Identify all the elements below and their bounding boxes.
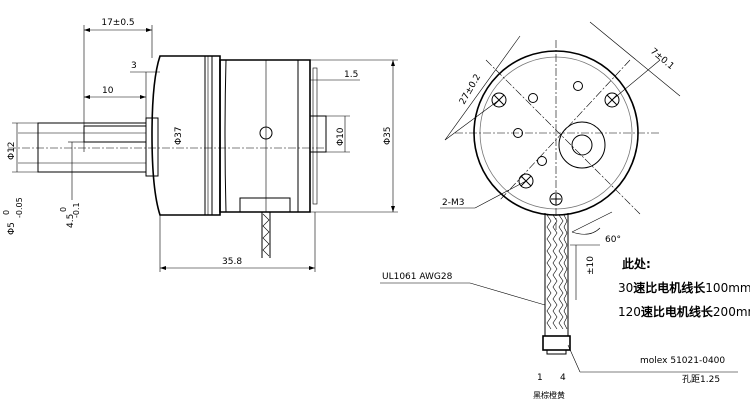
- gearbox-boss: [151, 55, 221, 216]
- connector-model: molex 51021-0400: [640, 356, 725, 366]
- rear-hub: [309, 115, 327, 153]
- leader-line: [469, 282, 546, 306]
- arrow: [391, 60, 395, 66]
- side-view: 17±0.5 3 10 1.5 Φ37 Φ10 Φ35 Φ12: [2, 18, 398, 272]
- dim-body-diameter: Φ35: [383, 126, 393, 145]
- wire-exit-block: [239, 197, 291, 213]
- dim-line: [444, 35, 521, 141]
- arrow: [391, 206, 395, 212]
- shaft-flat: [83, 125, 147, 143]
- note-line-1: 30速比电机线长100mm: [618, 280, 750, 295]
- small-hole: [573, 81, 583, 91]
- dim-total-length: 17±0.5: [101, 18, 134, 28]
- dim-shaft-diameter: Φ12: [7, 141, 17, 160]
- notes-title: 此处:: [622, 256, 651, 271]
- arrow: [84, 95, 90, 99]
- wire-bundle: [544, 213, 569, 336]
- wire-spec: UL1061 AWG28: [382, 272, 453, 282]
- notes: 此处: 30速比电机线长100mm 120速比电机线长200mm: [618, 256, 750, 319]
- leader-line: [474, 180, 527, 209]
- body-curve: [224, 59, 227, 213]
- dim-flat-tol-bottom: -0.1: [72, 202, 81, 218]
- screw-hole: [549, 192, 563, 206]
- connector-latch: [546, 349, 567, 355]
- dim-flange: 3: [131, 61, 137, 71]
- ext-line: [611, 59, 661, 101]
- small-hole: [528, 93, 538, 103]
- dim-shaft-tip-diameter: Φ5: [7, 222, 17, 235]
- dim-screws: 2-M3: [442, 198, 464, 208]
- dim-hole-spacing: 27±0.2: [458, 73, 483, 107]
- small-hole: [537, 156, 547, 166]
- dim-offset: 7±0.1: [648, 47, 676, 72]
- small-hole: [513, 128, 523, 138]
- angle-arc: [571, 227, 601, 235]
- arrow: [140, 95, 146, 99]
- dim-flat-tol-top: 0: [59, 207, 68, 212]
- arrow: [146, 28, 152, 32]
- cable-labels: UL1061 AWG28 molex 51021-0400 孔距1.25 1 4…: [380, 272, 738, 400]
- dim-angle: 60°: [605, 235, 621, 245]
- angle-line: [571, 211, 613, 233]
- wire-colors: 黑棕橙黄: [533, 390, 565, 400]
- dim-hub-diameter: Φ10: [336, 127, 346, 146]
- pin-last: 4: [560, 373, 566, 383]
- leader-line: [567, 344, 581, 373]
- wire-twist: [262, 213, 270, 257]
- body-hole: [259, 126, 273, 140]
- front-view: 27±0.2 7±0.1 2-M3 60° ±10: [440, 21, 681, 355]
- dim-step: 1.5: [344, 70, 358, 80]
- dim-line: [589, 21, 681, 97]
- dim-shaft-tip-tol-bottom: -0.05: [15, 197, 24, 218]
- dim-line: [444, 99, 500, 141]
- arrow: [84, 28, 90, 32]
- note-line-2: 120速比电机线长200mm: [618, 304, 750, 319]
- arrow: [309, 266, 315, 270]
- dim-lead-length: ±10: [586, 256, 596, 275]
- dim-boss-diameter: Φ37: [174, 126, 184, 145]
- arrow: [160, 266, 166, 270]
- output-shaft-inner: [571, 134, 593, 156]
- output-shaft-outer: [558, 121, 606, 169]
- dim-flat-depth: 4.5: [66, 214, 76, 228]
- connector-body: [542, 335, 571, 351]
- dim-body-length: 35.8: [222, 257, 242, 267]
- shaft: [37, 122, 147, 173]
- dim-shaft-flat: 10: [102, 86, 114, 96]
- front-centerline-diag: [485, 59, 641, 215]
- dim-shaft-tip-tol-top: 0: [2, 210, 11, 215]
- motor-body: [219, 59, 311, 213]
- connector-pitch: 孔距1.25: [682, 374, 720, 385]
- pin-first: 1: [537, 373, 543, 383]
- rear-flange: [312, 67, 318, 205]
